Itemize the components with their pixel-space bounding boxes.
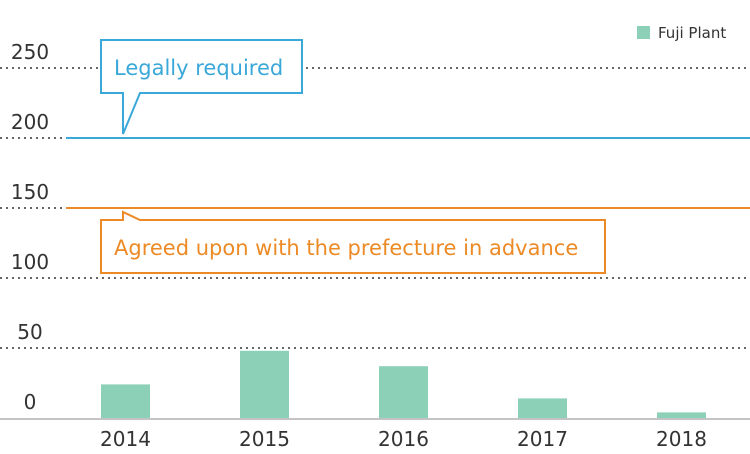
x-axis-ticks: 2014 2015 2016 2017 2018: [100, 427, 707, 451]
y-tick-label: 200: [11, 110, 49, 134]
bars: [0, 350, 750, 420]
bar-2015: [240, 350, 289, 418]
x-tick-label: 2016: [378, 427, 429, 451]
y-tick-label: 150: [11, 180, 49, 204]
y-tick-label: 100: [11, 250, 49, 274]
y-tick-label: 50: [17, 320, 42, 344]
y-axis-ticks: 250 200 150 100 50 0: [11, 40, 49, 414]
legend-swatch: [637, 26, 650, 39]
x-tick-label: 2014: [100, 427, 151, 451]
y-tick-label: 0: [24, 390, 37, 414]
legend-label: Fuji Plant: [658, 24, 726, 42]
agreed-callout: [100, 210, 606, 274]
x-tick-label: 2017: [517, 427, 568, 451]
legally-required-callout: [100, 39, 303, 135]
legend: Fuji Plant: [637, 24, 726, 42]
y-tick-label: 250: [11, 40, 49, 64]
legally-required-label: Legally required: [114, 56, 283, 80]
bar-2017: [518, 398, 567, 418]
bar-2016: [379, 366, 428, 418]
x-tick-label: 2018: [656, 427, 707, 451]
x-tick-label: 2015: [239, 427, 290, 451]
agreed-label: Agreed upon with the prefecture in advan…: [114, 236, 578, 260]
bar-2014: [101, 384, 150, 418]
bar-2018: [657, 412, 706, 418]
